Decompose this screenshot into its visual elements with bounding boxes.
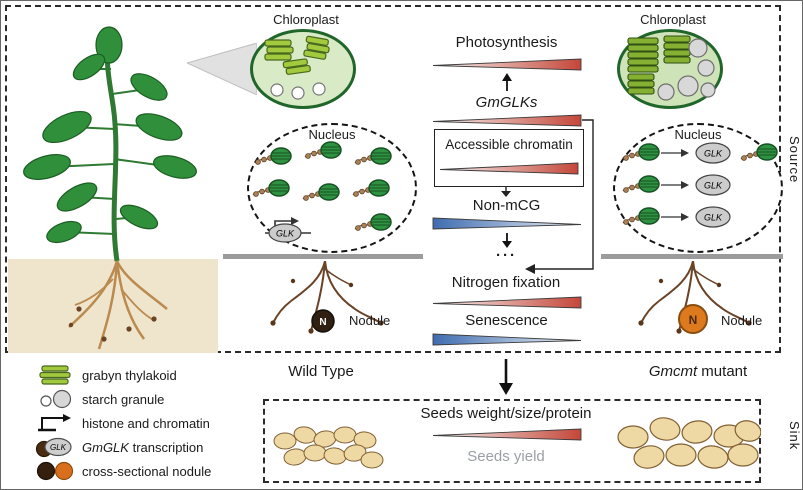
chloroplast-label-right: Chloroplast: [640, 12, 706, 27]
nodule-left: [311, 309, 335, 333]
soil-line-right: [601, 254, 783, 259]
glk-gene-label: GLK: [50, 443, 67, 452]
legend-row-histone: histone and chromatin: [35, 411, 271, 435]
soybean-plant-illustration: [23, 26, 198, 350]
accessible-chromatin-label: Accessible chromatin: [445, 137, 573, 152]
source-axis-label: Source: [787, 136, 802, 184]
gmglks-label: GmGLKs: [475, 94, 538, 111]
legend-row-thylakoid: grabyn thylakoid: [35, 363, 271, 387]
chloroplast-label-left: Chloroplast: [273, 12, 339, 27]
legend-label: cross-sectional nodule: [82, 463, 212, 479]
legend-label: grabyn thylakoid: [82, 367, 177, 383]
chloroplast-right-content: [627, 35, 716, 101]
seeds-gradient-bar: [432, 428, 582, 441]
nucleus-label-left: Nucleus: [308, 127, 356, 142]
sink-axis-label: Sink: [787, 421, 802, 451]
histone-chromatin-icon: [38, 414, 71, 432]
legend-label: histone and chromatin: [82, 415, 210, 431]
nucleus-left-content: GLK: [252, 141, 392, 243]
glk-gene-label: GLK: [276, 229, 295, 239]
roots-middle: N: [270, 261, 384, 334]
nucleus-label-right: Nucleus: [674, 127, 722, 142]
seeds-cluster-large: [617, 417, 761, 469]
legend-row-glk: GLK GmGLK transcription: [35, 435, 271, 459]
accessible-chromatin-gradient-bar: [439, 162, 579, 175]
legend-label: GmGLK transcription: [82, 439, 204, 455]
chloroplast-callout: [187, 43, 257, 95]
roots-right: N: [638, 261, 752, 334]
grana-thylakoid-icon: [39, 365, 71, 385]
gmglks-gradient-bar: [432, 114, 582, 127]
mutant-name: Gmcmt: [648, 363, 698, 380]
legend-row-starch: starch granule: [35, 387, 271, 411]
non-mcg-gradient-bar: [432, 217, 582, 230]
legend-label: starch granule: [82, 391, 165, 407]
nodule-n-label-right: N: [689, 313, 698, 327]
nitrogen-fixation-gradient-bar: [432, 296, 582, 309]
arrow-down-small-icon: [502, 233, 512, 248]
wild-type-caption: Wild Type: [288, 363, 354, 380]
mutant-suffix: mutant: [697, 363, 748, 380]
arrow-down-large-icon: [499, 359, 513, 395]
chloroplast-left-content: [264, 35, 330, 100]
nodule-n-label-left: N: [319, 317, 326, 328]
seeds-yield-label: Seeds yield: [467, 448, 545, 465]
nucleus-right-content: GLK GLK GLK: [622, 142, 778, 228]
glk-gene-label: GLK: [704, 213, 723, 223]
glk-gene-label: GLK: [704, 181, 723, 191]
nodule-right: [678, 304, 708, 334]
mutant-caption: Gmcmt mutant: [618, 363, 778, 380]
photosynthesis-gradient-bar: [432, 58, 582, 71]
starch-granule-icon: [40, 389, 72, 409]
non-mcg-label: Non-mCG: [472, 197, 541, 214]
nodule-label-left: Nodule: [349, 313, 391, 328]
soil-line-middle: [223, 254, 423, 259]
ellipsis-dots: ···: [496, 247, 517, 264]
senescence-gradient-bar: [432, 333, 582, 346]
photosynthesis-label: Photosynthesis: [455, 34, 558, 51]
arrow-up-icon: [502, 73, 512, 91]
nitrogen-fixation-label: Nitrogen fixation: [451, 274, 561, 291]
nodule-label-right: Nodule: [721, 313, 763, 328]
legend: grabyn thylakoid starch granule histone …: [35, 363, 271, 483]
seeds-cluster-small: [273, 426, 384, 469]
cross-sectional-nodule-icon: [36, 461, 74, 481]
legend-row-nodule: cross-sectional nodule: [35, 459, 271, 483]
seeds-panel: [263, 399, 761, 483]
senescence-label: Senescence: [465, 312, 548, 329]
glk-gene-label: GLK: [704, 149, 723, 159]
seeds-title: Seeds weight/size/protein: [420, 405, 592, 422]
gmglk-transcription-icon: GLK: [35, 437, 72, 458]
